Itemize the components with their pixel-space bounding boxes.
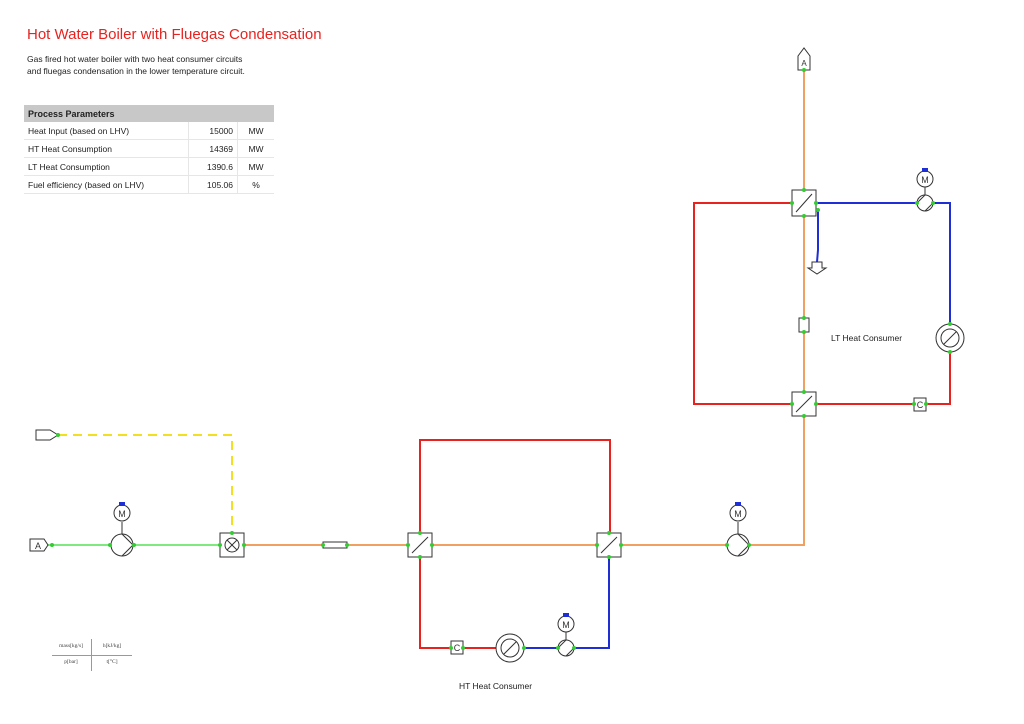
page-title: Hot Water Boiler with Fluegas Condensati…	[27, 26, 322, 43]
ht-pump-icon[interactable]	[557, 639, 575, 657]
air-blower-icon[interactable]	[110, 533, 134, 557]
table-row: HT Heat Consumption 14369 MW	[24, 139, 274, 158]
lt-pump-icon[interactable]	[916, 194, 934, 212]
param-unit: %	[237, 175, 274, 194]
param-value: 105.06	[188, 175, 238, 194]
legend: mass[kg/s] h[kJ/kg] p[bar] t[°C]	[52, 639, 132, 671]
table-row: LT Heat Consumption 1390.6 MW	[24, 157, 274, 176]
lt-hot-line	[693, 202, 792, 405]
duct-icon[interactable]	[798, 317, 810, 333]
page-description: Gas fired hot water boiler with two heat…	[27, 53, 245, 77]
connection-nodes	[50, 68, 952, 650]
legend-mass: mass[kg/s]	[59, 643, 83, 649]
condenser-icon[interactable]	[791, 189, 817, 217]
lt-hot-line	[817, 352, 951, 405]
ht-pump-motor-icon[interactable]: M	[557, 613, 575, 633]
svg-text:M: M	[118, 509, 126, 519]
svg-text:C: C	[917, 400, 924, 410]
ht-cold-line	[524, 557, 610, 649]
legend-temperature: t[°C]	[106, 659, 118, 665]
legend-pressure: p[bar]	[64, 659, 78, 665]
param-value: 1390.6	[188, 157, 238, 176]
ht-heat-exchanger-icon[interactable]	[407, 532, 433, 558]
svg-text:M: M	[734, 509, 742, 519]
param-value: 14369	[188, 139, 238, 158]
fuel-line	[58, 434, 233, 533]
condensate-drain-icon[interactable]	[806, 261, 828, 275]
legend-enthalpy: h[kJ/kg]	[102, 643, 122, 649]
svg-text:M: M	[921, 175, 929, 185]
lt-pump-motor-icon[interactable]: M	[916, 168, 934, 188]
param-unit: MW	[237, 157, 274, 176]
ht-heat-consumer-label: HT Heat Consumer	[459, 681, 533, 691]
lt-heat-exchanger-icon[interactable]	[791, 391, 817, 417]
description-line: and fluegas condensation in the lower te…	[27, 66, 245, 76]
lt-heat-consumer-label: LT Heat Consumer	[831, 333, 903, 343]
param-name: Heat Input (based on LHV)	[24, 122, 189, 140]
table-row: Heat Input (based on LHV) 15000 MW	[24, 122, 274, 140]
fan-motor-icon[interactable]: M	[729, 502, 747, 522]
process-parameters-table: Process Parameters Heat Input (based on …	[24, 105, 274, 194]
ht-hot-line	[419, 557, 496, 649]
ht-heat-consumer-icon[interactable]	[495, 633, 525, 663]
svg-text:M: M	[562, 620, 570, 630]
ht-economizer-icon[interactable]	[596, 532, 622, 558]
param-name: LT Heat Consumption	[24, 157, 189, 176]
ht-hot-line	[419, 439, 611, 533]
fluegas-fan-icon[interactable]	[726, 533, 750, 557]
param-value: 15000	[188, 122, 238, 140]
condensate-line	[816, 210, 819, 263]
air-source-icon[interactable]: A	[29, 538, 49, 552]
svg-text:C: C	[454, 643, 461, 653]
table-header: Process Parameters	[24, 105, 274, 122]
description-line: Gas fired hot water boiler with two heat…	[27, 54, 243, 64]
param-unit: MW	[237, 122, 274, 140]
table-row: Fuel efficiency (based on LHV) 105.06 %	[24, 175, 274, 194]
stack-exit-icon[interactable]: A	[797, 47, 811, 71]
fuel-source-icon[interactable]	[35, 429, 59, 441]
lt-heat-consumer-icon[interactable]	[935, 323, 965, 353]
param-name: Fuel efficiency (based on LHV)	[24, 175, 189, 194]
source-mark: A	[35, 541, 41, 551]
param-name: HT Heat Consumption	[24, 139, 189, 158]
fluegas-line	[244, 416, 805, 546]
combustion-chamber-icon[interactable]	[219, 532, 245, 558]
blower-motor-icon[interactable]: M	[113, 502, 131, 522]
pipe-icon[interactable]	[322, 541, 348, 549]
param-unit: MW	[237, 139, 274, 158]
sink-mark: A	[801, 59, 807, 68]
lt-cold-line	[817, 202, 951, 324]
